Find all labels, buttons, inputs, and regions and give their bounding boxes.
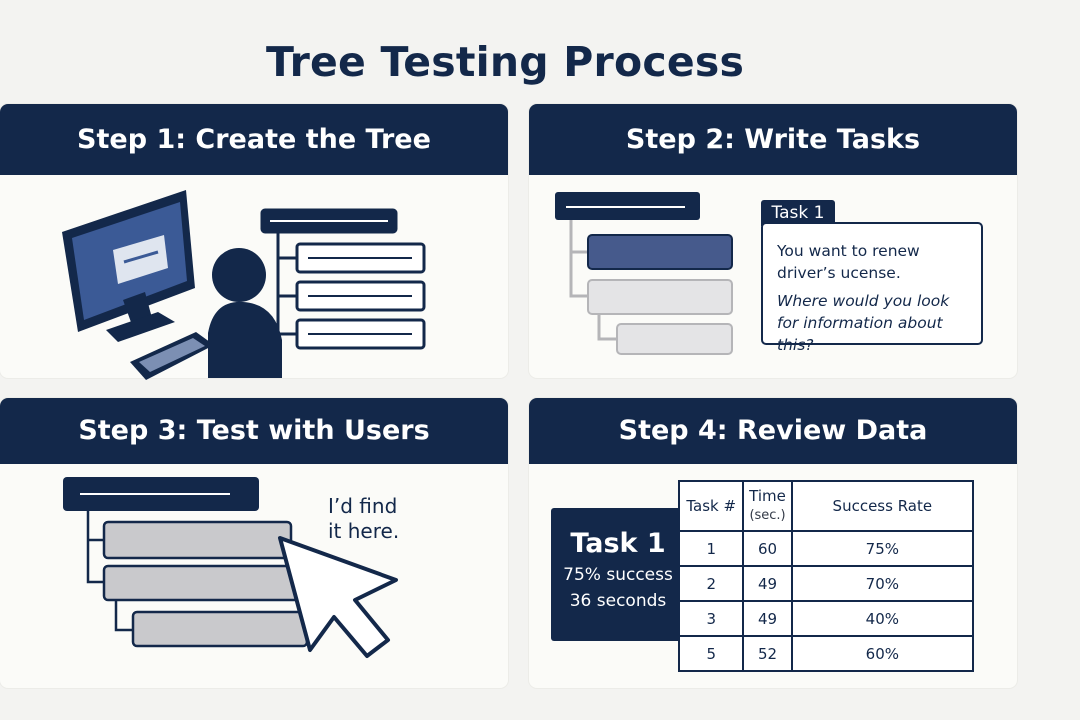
summary-title: Task 1 (570, 528, 666, 559)
cell-success: 40% (790, 600, 975, 637)
keyboard-icon (130, 332, 214, 380)
table-row: 1 60 75% (677, 530, 975, 567)
cell-time: 52 (742, 635, 793, 672)
step-3-heading: Step 3: Test with Users (0, 398, 508, 464)
tree-diagram-step-3 (63, 477, 316, 648)
cell-time: 60 (742, 530, 793, 567)
summary-time: 36 seconds (569, 591, 667, 611)
task-label: Task 1 (761, 200, 835, 226)
cell-success: 60% (790, 635, 975, 672)
results-table: Task # Time(sec.) Success Rate 1 60 75% … (677, 480, 975, 672)
summary-success: 75% success (563, 565, 673, 585)
table-row: 3 49 40% (677, 600, 975, 637)
step-2-heading: Step 2: Write Tasks (529, 104, 1017, 175)
cursor-icon (278, 536, 398, 658)
page-title: Tree Testing Process (265, 38, 745, 86)
cell-task: 5 (677, 635, 745, 672)
table-header-row: Task # Time(sec.) Success Rate (677, 480, 975, 532)
step-4-heading: Step 4: Review Data (529, 398, 1017, 464)
table-row: 2 49 70% (677, 565, 975, 602)
task-card: You want to renew driver’s ucense. Where… (761, 222, 983, 354)
task-question: Where would you look for information abo… (777, 292, 950, 354)
cell-success: 75% (790, 530, 975, 567)
cell-task: 3 (677, 600, 745, 637)
header-task: Task # (677, 480, 745, 532)
header-time-unit: (sec.) (749, 508, 786, 523)
step-1-heading: Step 1: Create the Tree (0, 104, 508, 175)
task-statement: You want to renew driver’s ucense. (777, 242, 920, 282)
cell-task: 1 (677, 530, 745, 567)
person-icon (208, 248, 282, 378)
table-row: 5 52 60% (677, 635, 975, 672)
computer-icon (62, 190, 195, 342)
tree-diagram-step-1 (260, 208, 426, 350)
cell-task: 2 (677, 565, 745, 602)
speech-text: I’d find it here. (328, 494, 400, 543)
task-summary-card: Task 1 75% success 36 seconds (551, 508, 685, 641)
cell-time: 49 (742, 565, 793, 602)
tree-diagram-step-2 (555, 192, 733, 355)
header-time: Time(sec.) (742, 480, 793, 532)
header-success: Success Rate (790, 480, 975, 532)
cell-success: 70% (790, 565, 975, 602)
cell-time: 49 (742, 600, 793, 637)
